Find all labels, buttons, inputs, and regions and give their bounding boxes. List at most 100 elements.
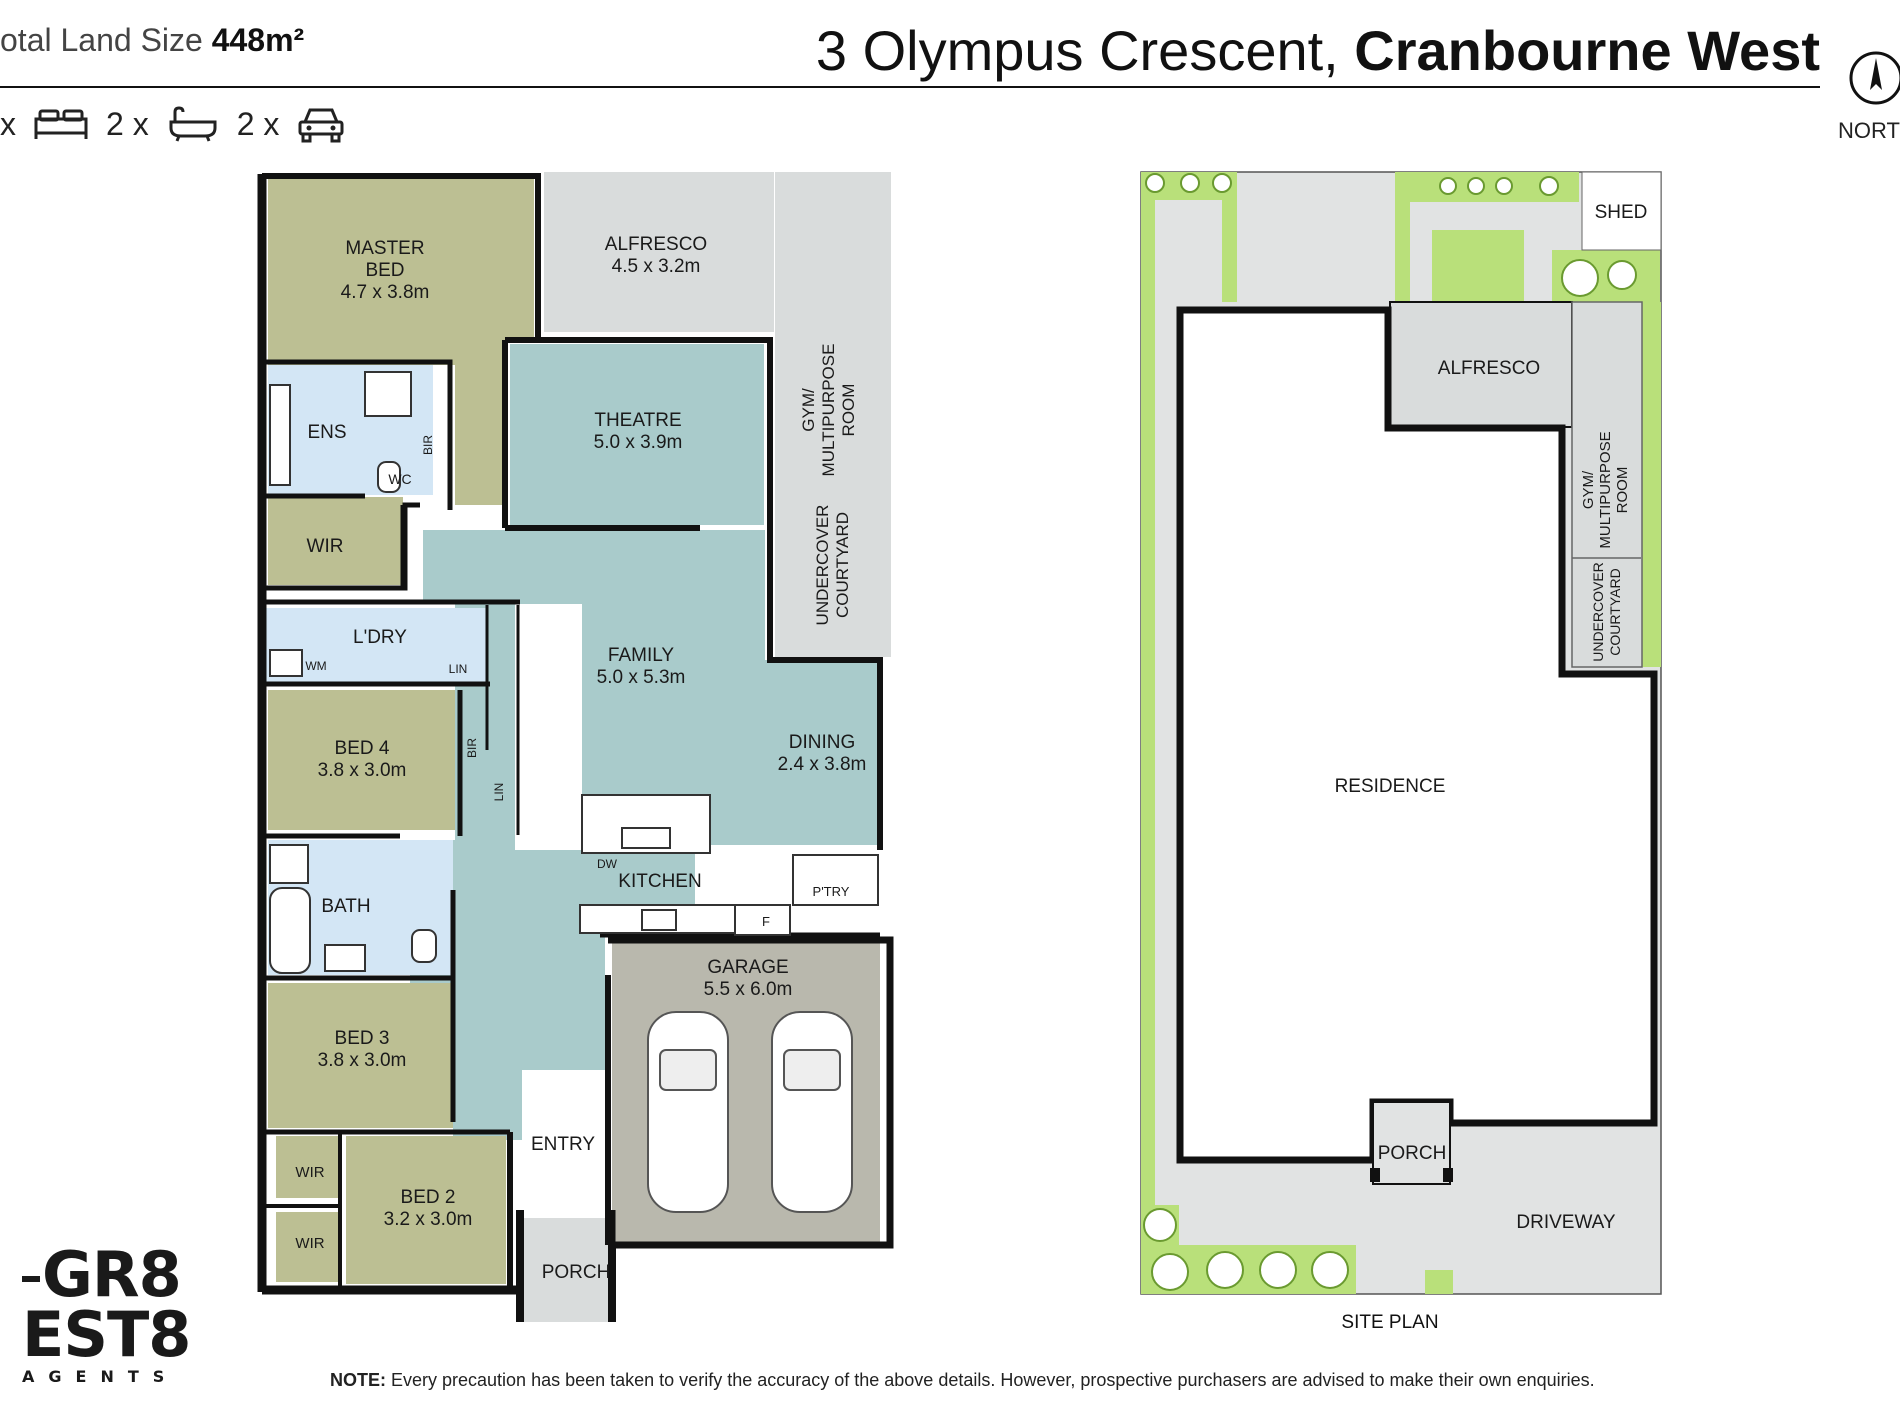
master-bed-fill [268,176,534,505]
shower-bath-icon [269,844,309,884]
pantry-box [792,854,879,906]
porch-label: PORCH [542,1262,611,1283]
gym-label-1: GYM/ [799,388,818,432]
car-right-icon [771,1011,853,1213]
courtyard-label-2: COURTYARD [833,512,852,618]
address-suburb: Cranbourne West [1354,19,1820,82]
bed4-name: BED 4 [335,738,390,759]
bath-label: BATH [321,896,370,917]
family-size: 5.0 x 5.3m [597,667,686,688]
entry-label: ENTRY [531,1134,595,1155]
room-labels: MASTER BED 4.7 x 3.8m ALFRESCO 4.5 x 3.2… [295,234,866,1283]
north-label: NORT [1838,118,1900,143]
fridge-space [734,904,791,936]
theatre-size: 5.0 x 3.9m [594,432,683,453]
bath-count: 2 x [106,106,219,143]
lin-hall-label: LIN [492,783,506,802]
garage-name: GARAGE [707,957,788,978]
laundry-tub [269,649,303,677]
master-bed-name: MASTER [345,238,424,259]
kitchen-fixtures [579,794,879,936]
wm-label: WM [305,659,326,673]
bed-count-value: x [0,105,16,142]
property-address: 3 Olympus Crescent, Cranbourne West [816,18,1820,83]
bed2-size: 3.2 x 3.0m [384,1209,473,1230]
bed-icon [34,109,88,139]
car-count: 2 x [237,104,346,144]
theatre-fill [510,344,764,525]
agency-logo: GR8 EST8 AGENTS [22,1244,202,1386]
wir3-fill [276,1212,338,1282]
land-size: otal Land Size 448m² [0,22,304,59]
walls [257,173,894,1322]
site-plan-caption: SITE PLAN [1341,1312,1439,1333]
logo-dash [22,1275,40,1282]
gym-fill [775,172,891,657]
master-bed-size: 4.7 x 3.8m [341,282,430,303]
car-left-icon [647,1011,729,1213]
bir-bed4-label: BIR [465,738,479,758]
ensuite-vanity [269,384,291,486]
bath-vanity [324,944,366,972]
car-outlines [647,1011,853,1213]
bed4-fill [268,690,455,830]
disclaimer-note: NOTE: Every precaution has been taken to… [330,1370,1595,1391]
bathtub-icon [269,887,311,974]
car-right-window [783,1049,841,1091]
note-text: Every precaution has been taken to verif… [386,1370,1595,1390]
wall-ldry-lin [485,605,520,835]
master-bed-name2: BED [365,260,404,281]
bath-icon [169,106,217,142]
bed4-size: 3.8 x 3.0m [318,760,407,781]
sink-icon [621,827,671,849]
wir2-fill [276,1136,338,1198]
room-counts: x 2 x 2 x [0,104,363,144]
bed3-name: BED 3 [335,1028,390,1049]
gym-label-3: ROOM [839,384,858,437]
garage-size: 5.5 x 6.0m [704,979,793,1000]
bath-count-value: 2 x [106,105,149,142]
ensuite-label: ENS [307,422,346,443]
wir-master-label: WIR [307,536,344,557]
alfresco-size: 4.5 x 3.2m [612,256,701,277]
dining-size: 2.4 x 3.8m [778,754,867,775]
wir-master-fill [268,497,403,585]
land-size-value: 448m² [211,22,305,58]
bathroom-fixtures [269,371,437,974]
wall-ensuite [262,359,453,510]
alfresco-name: ALFRESCO [605,234,707,255]
wall-garage [608,936,894,1249]
car-icon [298,108,344,143]
logo-line2: EST8 [22,1298,191,1371]
bed3-fill [268,983,453,1128]
toilet2-icon [411,929,437,963]
logo-line3: AGENTS [22,1367,179,1386]
pantry-label: P'TRY [813,884,850,899]
shower-icon [364,371,412,417]
wall-theatre [505,337,883,850]
courtyard-label-1: UNDERCOVER [813,505,832,626]
note-label: NOTE: [330,1370,386,1390]
bed3-size: 3.8 x 3.0m [318,1050,407,1071]
dining-name: DINING [789,732,856,753]
dw-label: DW [597,857,618,871]
family-name: FAMILY [608,645,674,666]
north-compass-icon [1849,51,1900,105]
kitchen-label: KITCHEN [618,871,701,892]
address-street: 3 Olympus Crescent, [815,19,1355,82]
wir-bed3-label: WIR [295,1164,324,1181]
bed-count: x [0,106,88,143]
fridge-label: F [762,914,770,929]
cooktop-icon [641,909,677,931]
wc-label: WC [388,471,411,487]
porch-fill [522,1218,610,1322]
outer-wall-north [262,173,541,340]
logo-line1: GR8 [42,1238,182,1311]
theatre-name: THEATRE [594,410,681,431]
car-count-value: 2 x [236,105,280,142]
wir-bed2-label: WIR [295,1235,324,1252]
bir-master-label: BIR [421,435,435,455]
bed2-name: BED 2 [401,1187,456,1208]
toilet-icon [377,461,401,493]
